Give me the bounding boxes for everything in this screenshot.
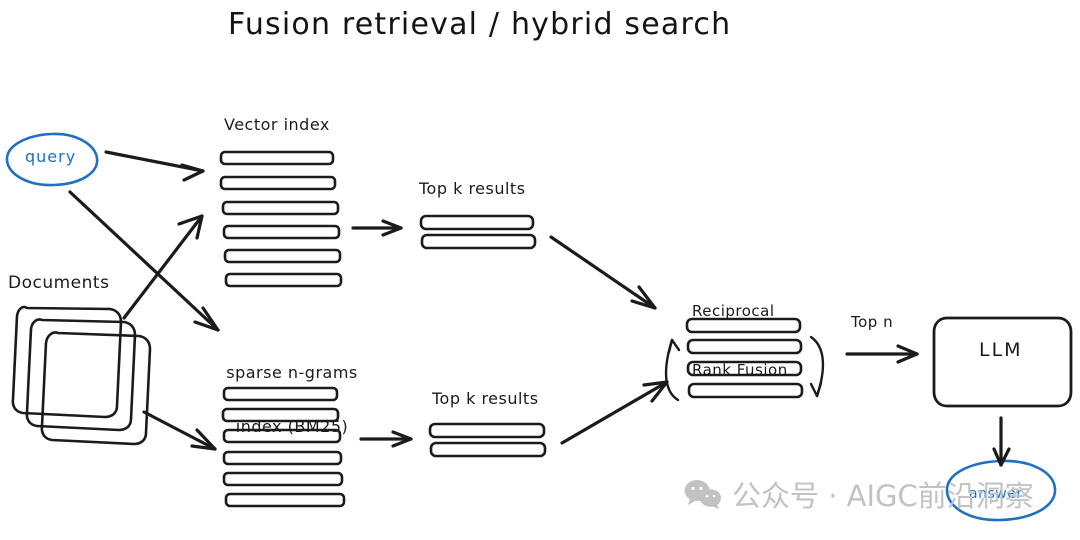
node-query-label: query: [25, 147, 77, 166]
node-sparse-index-label: sparse n-grams index (BM25): [222, 328, 362, 471]
node-answer[interactable]: [945, 459, 1057, 522]
node-sparse-index[interactable]: [221, 386, 346, 508]
edge-vector-index-to-topk: [351, 219, 403, 237]
edge-documents-to-vector-index: [122, 214, 204, 320]
node-vector-index[interactable]: [219, 150, 343, 288]
node-sparse-index-label-line1: sparse n-grams: [226, 362, 358, 382]
node-documents[interactable]: [11, 305, 152, 446]
page-title: Fusion retrieval / hybrid search: [228, 7, 732, 42]
edge-query-to-sparse-index: [68, 190, 220, 332]
node-query[interactable]: [5, 132, 99, 187]
node-answer-label: answer: [969, 486, 1023, 502]
node-topk-sparse-label: Top k results: [432, 389, 539, 408]
node-documents-label: Documents: [8, 273, 110, 293]
edge-topk-sparse-to-fusion: [560, 380, 669, 445]
node-fusion[interactable]: [664, 317, 825, 402]
node-fusion-label: Reciprocal Rank Fusion: [692, 263, 788, 419]
node-topk-vector-label: Top k results: [419, 179, 526, 198]
node-llm-label: LLM: [979, 339, 1023, 361]
edge-documents-to-sparse-index: [142, 410, 217, 451]
edge-llm-to-answer: [992, 416, 1011, 467]
node-sparse-index-label-line2: index (BM25): [235, 416, 349, 436]
node-llm[interactable]: [932, 316, 1073, 408]
node-topk-sparse[interactable]: [428, 422, 547, 458]
node-vector-index-label: Vector index: [224, 115, 330, 134]
edge-sparse-index-to-topk: [359, 430, 413, 448]
node-fusion-label-line2: Rank Fusion: [692, 360, 788, 379]
edge-fusion-to-llm: [845, 344, 919, 364]
node-topk-vector[interactable]: [419, 214, 537, 250]
edge-fusion-to-llm-label: Top n: [851, 313, 894, 331]
edge-topk-vector-to-fusion: [549, 235, 657, 310]
edge-query-to-vector-index: [104, 150, 205, 182]
node-fusion-label-line1: Reciprocal: [692, 302, 775, 320]
